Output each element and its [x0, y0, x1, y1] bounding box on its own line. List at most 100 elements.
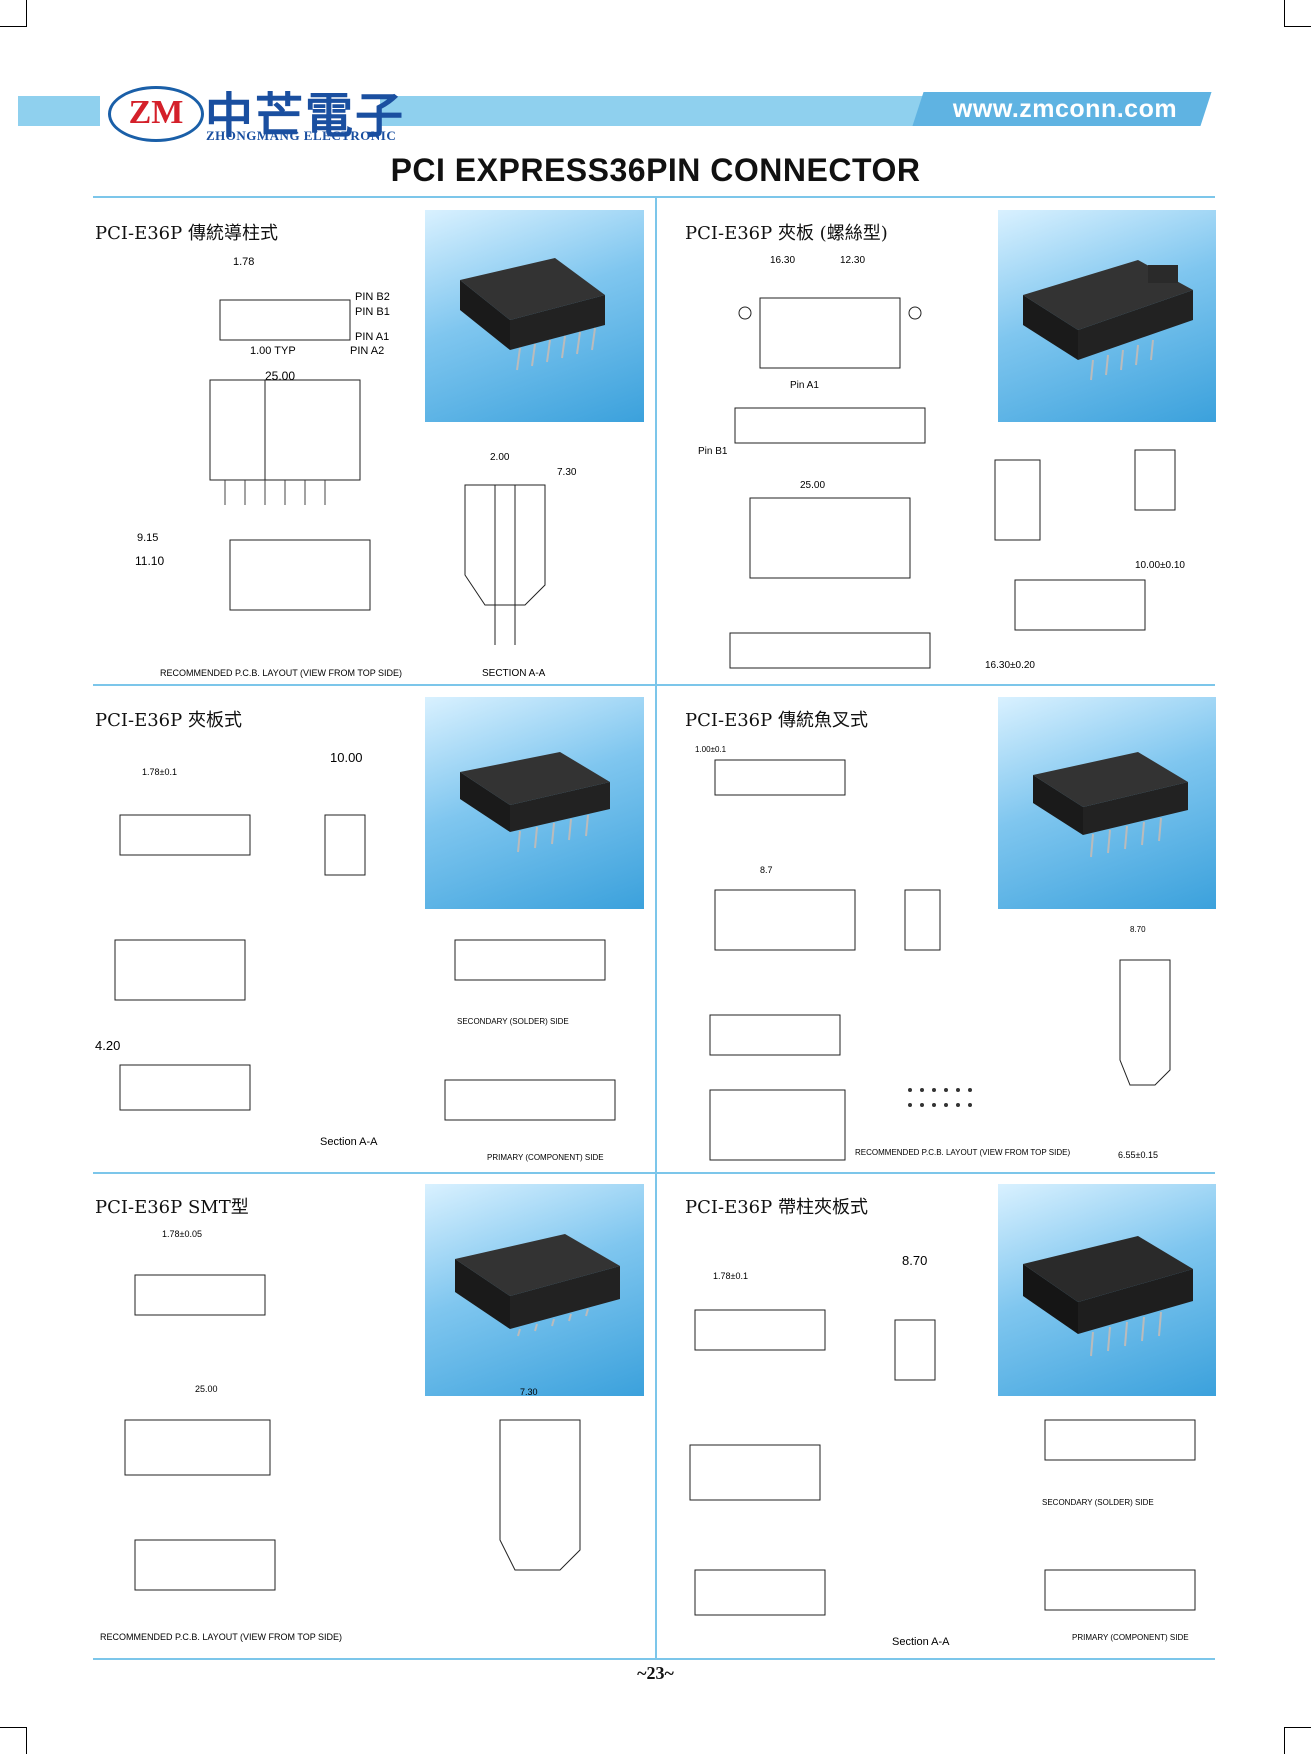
drawing-svg-2: 16.30 12.30 Pin A1 Pin B1 25.00	[698, 255, 931, 669]
dim-label: RECOMMENDED P.C.B. LAYOUT (VIEW FROM TOP…	[855, 1148, 1070, 1157]
crop-mark-bottom-right	[1284, 1727, 1311, 1754]
drawing-svg-6: 1.78±0.1 8.70 Section A-A	[689, 1255, 950, 1648]
dim-label: 12.30	[840, 255, 865, 266]
logo-chinese-name: 中芒電子	[205, 88, 406, 144]
drawing-section-1-side: 2.00 7.30 SECTION A-A	[425, 445, 650, 680]
dim-label: 8.7	[760, 865, 773, 875]
drawing-svg-3-side: SECONDARY (SOLDER) SIDE PRIMARY (COMPONE…	[444, 939, 616, 1162]
product-photo-6	[998, 1184, 1216, 1396]
crop-mark-top-right	[1284, 0, 1311, 27]
dim-label: 11.10	[135, 554, 164, 568]
drawing-svg-4-pcb: RECOMMENDED P.C.B. LAYOUT (VIEW FROM TOP…	[855, 1088, 1070, 1157]
connector-photo-5	[455, 1234, 620, 1337]
logo-oval	[108, 86, 204, 142]
connector-photo-4	[1033, 752, 1188, 858]
dim-label: 10.00±0.10	[1135, 560, 1185, 571]
dim-label: 25.00	[195, 1384, 218, 1394]
dim-label: 2.00	[490, 452, 510, 463]
section-title-6: PCI-E36P 帶柱夾板式	[685, 1197, 868, 1218]
dim-label: Pin A1	[790, 380, 819, 391]
crop-mark-bottom-left	[0, 1727, 27, 1754]
section-title-3: PCI-E36P 夾板式	[95, 710, 242, 731]
section-title-4: PCI-E36P 傳統魚叉式	[685, 710, 868, 731]
section-title-5: PCI-E36P SMT型	[95, 1197, 249, 1218]
divider-row-1	[93, 684, 1215, 686]
dim-label: 6.55±0.15	[1118, 1150, 1158, 1160]
product-photo-5	[425, 1184, 644, 1396]
drawing-svg-6-side: SECONDARY (SOLDER) SIDE PRIMARY (COMPONE…	[1042, 1419, 1196, 1642]
dim-label: PIN B2	[355, 291, 390, 303]
product-photo-4	[998, 697, 1216, 909]
dim-label: 4.20	[95, 1038, 120, 1053]
divider-top	[93, 196, 1215, 198]
dim-label: SECTION A-A	[482, 668, 546, 679]
dim-label: 1.78±0.1	[713, 1271, 748, 1281]
dim-label: Section A-A	[892, 1636, 950, 1648]
drawing-section-6-side: SECONDARY (SOLDER) SIDE PRIMARY (COMPONE…	[1020, 1400, 1220, 1655]
drawing-svg-3: 1.78±0.1 10.00 4.20 Section A-A	[95, 750, 378, 1148]
product-photo-3	[425, 697, 644, 909]
connector-photo-2	[1023, 260, 1193, 381]
section-title-2: PCI-E36P 夾板 (螺絲型)	[685, 223, 888, 244]
dim-label: 1.78±0.1	[142, 767, 177, 777]
crop-mark-top-left	[0, 0, 27, 27]
drawing-section-4: 1.00±0.1 8.7	[680, 740, 990, 1165]
dim-label: RECOMMENDED P.C.B. LAYOUT (VIEW FROM TOP…	[160, 668, 402, 678]
dim-label: 16.30	[770, 255, 795, 266]
drawing-svg-5: 1.78±0.05 25.00 RECOMMENDED P.C.B. LAYOU…	[100, 1229, 342, 1642]
dim-label: 1.00±0.1	[695, 745, 727, 754]
dim-label: 9.15	[137, 532, 158, 544]
section-title-1: PCI-E36P 傳統導柱式	[95, 223, 278, 244]
dim-label: SECONDARY (SOLDER) SIDE	[457, 1017, 569, 1026]
drawing-section-1: 1.78 PIN B2 PIN B1 PIN A1 PIN A2 1.00 TY…	[135, 250, 420, 680]
drawing-section-2-side: 10.00±0.10 16.30±0.20	[985, 430, 1215, 680]
drawing-svg-5-side: 7.30	[499, 1387, 581, 1571]
website-url[interactable]: www.zmconn.com	[952, 95, 1178, 123]
dim-label: PIN B1	[355, 306, 390, 318]
product-photo-1	[425, 210, 644, 422]
header-band-left	[18, 96, 100, 126]
drawing-svg-4: 1.00±0.1 8.7	[695, 745, 941, 1161]
dim-label: Pin B1	[698, 446, 728, 457]
product-photo-2	[998, 210, 1216, 422]
logo-english-name: ZHONGMANG ELECTRONIC	[206, 128, 397, 143]
drawing-section-4-pcb: RECOMMENDED P.C.B. LAYOUT (VIEW FROM TOP…	[850, 1045, 1100, 1170]
drawing-section-6: 1.78±0.1 8.70 Section A-A	[665, 1255, 985, 1655]
page-number: ~23~	[637, 1663, 674, 1683]
drawing-svg-2-side: 10.00±0.10 16.30±0.20	[985, 449, 1185, 671]
drawing-svg-4-side: 8.70 6.55±0.15	[1118, 925, 1171, 1160]
divider-row-2	[93, 1172, 1215, 1174]
page-title: PCI EXPRESS36PIN CONNECTOR	[390, 152, 921, 188]
dim-label: PIN A1	[355, 331, 389, 343]
dim-label: 8.70	[902, 1255, 927, 1268]
dim-label: 1.78±0.05	[162, 1229, 202, 1239]
drawing-section-5-side: 7.30	[420, 1380, 650, 1655]
connector-photo-3	[460, 752, 610, 853]
dim-label: 7.30	[557, 467, 577, 478]
connector-photo-6	[1023, 1236, 1193, 1357]
dim-label: 1.78	[233, 256, 254, 268]
dim-label: 7.30	[520, 1387, 538, 1397]
dim-label: 1.00 TYP	[250, 345, 296, 357]
divider-bottom	[93, 1658, 1215, 1660]
drawing-section-2: 16.30 12.30 Pin A1 Pin B1 25.00	[690, 248, 1000, 678]
drawing-section-5: 1.78±0.05 25.00 RECOMMENDED P.C.B. LAYOU…	[95, 1225, 415, 1650]
dim-label: SECONDARY (SOLDER) SIDE	[1042, 1498, 1154, 1507]
dim-label: 25.00	[800, 480, 825, 491]
connector-photo-1	[460, 258, 605, 371]
drawing-svg-1: 1.78 PIN B2 PIN B1 PIN A1 PIN A2 1.00 TY…	[135, 256, 402, 678]
drawing-svg-1-side: 2.00 7.30 SECTION A-A	[464, 452, 577, 679]
logo-letters: ZM	[128, 94, 184, 131]
dim-label: PRIMARY (COMPONENT) SIDE	[1072, 1633, 1189, 1642]
drawing-section-4-side: 8.70 6.55±0.15	[1100, 920, 1220, 1170]
dim-label: PRIMARY (COMPONENT) SIDE	[487, 1153, 604, 1162]
dim-label: PIN A2	[350, 345, 384, 357]
drawing-section-3-side: SECONDARY (SOLDER) SIDE PRIMARY (COMPONE…	[420, 920, 650, 1165]
dim-label: 10.00	[330, 750, 363, 765]
dim-label: 25.00	[265, 369, 295, 383]
dim-label: 8.70	[1130, 925, 1146, 934]
drawing-section-3: 1.78±0.1 10.00 4.20 Section A-A	[95, 745, 425, 1175]
dim-label: RECOMMENDED P.C.B. LAYOUT (VIEW FROM TOP…	[100, 1632, 342, 1642]
dim-label: Section A-A	[320, 1136, 378, 1148]
divider-center	[655, 196, 657, 1660]
